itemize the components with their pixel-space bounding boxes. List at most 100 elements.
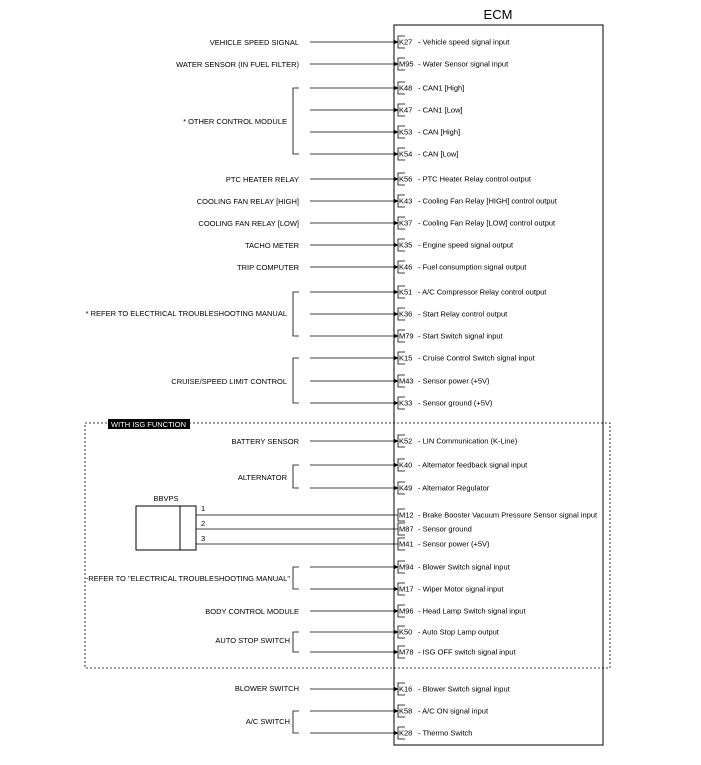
- target-cruise-speed-limit-control: CRUISE/SPEED LIMIT CONTROL: [171, 377, 287, 386]
- pin-id: K53: [399, 128, 412, 137]
- pin-id: M43: [399, 377, 414, 386]
- signal-description: - Blower Switch signal input: [418, 685, 511, 694]
- ecm-pin-row: K27- Vehicle speed signal input: [397, 35, 510, 49]
- ecm-pin-row: K48 - CAN1 [High]: [397, 81, 464, 95]
- signal-description: - Fuel consumption signal output: [418, 263, 527, 272]
- ecm-pin-row: M87 - Sensor ground: [397, 522, 472, 536]
- pin-id: K43: [399, 197, 412, 206]
- target-refer-troubleshooting-manual-isg: -REFER TO "ELECTRICAL TROUBLESHOOTING MA…: [86, 574, 291, 583]
- signal-description: - LIN Communication (K-Line): [418, 437, 518, 446]
- signal-description: - Thermo Switch: [418, 729, 472, 738]
- isg-region: [84, 422, 611, 669]
- pin-id: K37: [399, 219, 412, 228]
- pin-id: K48: [399, 84, 412, 93]
- target-tacho-meter: TACHO METER: [245, 241, 300, 250]
- pin-id: M78: [399, 648, 414, 657]
- pin-id: M94: [399, 563, 414, 572]
- ecm-pin-row: M79 - Start Switch signal input: [397, 329, 504, 343]
- signal-description: - Sensor ground: [418, 525, 472, 534]
- signal-description: - Cooling Fan Relay [HIGH] control outpu…: [418, 197, 558, 206]
- ecm-pin-row: K40- Alternator feedback signal input: [397, 458, 528, 472]
- isg-label-bg: [108, 419, 190, 429]
- pin-id: K51: [399, 288, 412, 297]
- target-other-control-module: * OTHER CONTROL MODULE: [183, 117, 287, 126]
- bbvps-box: [135, 505, 197, 551]
- isg-label: WITH ISG FUNCTION: [111, 420, 186, 429]
- pin-id: M17: [399, 585, 414, 594]
- ecm-pin-row: K53 - CAN [High]: [397, 125, 460, 139]
- target-ac-switch: A/C SWITCH: [246, 717, 290, 726]
- ecm-pin-row: K50- Auto Stop Lamp output: [397, 625, 500, 639]
- pin-id: K58: [399, 707, 412, 716]
- ecm-pin-row: K15- Cruise Control Switch signal input: [397, 351, 536, 365]
- pin-id: K35: [399, 241, 412, 250]
- signal-description: - A/C ON signal input: [418, 707, 489, 716]
- target-body-control-module: BODY CONTROL MODULE: [205, 607, 299, 616]
- pin-id: K28: [399, 729, 412, 738]
- signal-description: - Alternator feedback signal input: [418, 461, 528, 470]
- signal-description: - Cooling Fan Relay [LOW] control output: [418, 219, 556, 228]
- pin-id: M41: [399, 540, 414, 549]
- pin-id: M96: [399, 607, 414, 616]
- target-blower-switch: BLOWER SWITCH: [235, 684, 299, 693]
- pin-id: M79: [399, 332, 414, 341]
- ecm-pin-row: M96- Head Lamp Switch signal input: [397, 604, 526, 618]
- pin-id: K16: [399, 685, 412, 694]
- pin-id: M95: [399, 60, 414, 69]
- ecm-pin-row: K33 - Sensor ground (+5V): [397, 396, 493, 410]
- ecm-pin-row: K56- PTC Heater Relay control output: [397, 172, 532, 186]
- group-bracket: [292, 357, 299, 404]
- ecm-pin-row: M78 - ISG OFF switch signal input: [397, 645, 516, 659]
- signal-description: - CAN [High]: [418, 128, 460, 137]
- ecm-pin-row: M43- Sensor power (+5V): [397, 374, 490, 388]
- target-battery-sensor: BATTERY SENSOR: [231, 437, 299, 446]
- ecm-title: ECM: [484, 7, 513, 22]
- pin-id: K27: [399, 38, 412, 47]
- signal-description: - Alternator Regulator: [418, 484, 490, 493]
- signal-description: - CAN [Low]: [418, 150, 458, 159]
- group-bracket: [292, 631, 299, 653]
- ecm-pin-row: M17- Wiper Motor signal input: [397, 582, 504, 596]
- signal-description: - Start Switch signal input: [418, 332, 504, 341]
- pin-id: K33: [399, 399, 412, 408]
- pin-id: M87: [399, 525, 414, 534]
- group-bracket: [292, 566, 299, 590]
- signal-description: - Engine speed signal output: [418, 241, 514, 250]
- pin-id: K46: [399, 263, 412, 272]
- ecm-pin-row: K47- CAN1 [Low]: [397, 103, 463, 117]
- signal-description: - ISG OFF switch signal input: [418, 648, 516, 657]
- group-bracket: [292, 87, 299, 155]
- target-auto-stop-switch: AUTO STOP SWITCH: [215, 636, 290, 645]
- bbvps-pin-1: 1: [201, 504, 205, 513]
- target-alternator: ALTERNATOR: [238, 473, 288, 482]
- wires: [196, 39, 399, 736]
- group-bracket: [292, 464, 299, 489]
- signal-description: - Sensor ground (+5V): [418, 399, 493, 408]
- target-water-sensor: WATER SENSOR (IN FUEL FILTER): [176, 60, 299, 69]
- ecm-pin-row: K52 - LIN Communication (K-Line): [397, 434, 518, 448]
- target-vehicle-speed-signal: VEHICLE SPEED SIGNAL: [210, 38, 299, 47]
- pin-id: K49: [399, 484, 412, 493]
- bbvps-title: BBVPS: [153, 494, 178, 503]
- signal-description: - Blower Switch signal input: [418, 563, 511, 572]
- signal-description: - CAN1 [Low]: [418, 106, 463, 115]
- target-refer-troubleshooting-manual: * REFER TO ELECTRICAL TROUBLESHOOTING MA…: [86, 309, 287, 318]
- ecm-pin-row: K54 - CAN [Low]: [397, 147, 458, 161]
- group-bracket: [292, 710, 299, 734]
- signal-description: - CAN1 [High]: [418, 84, 464, 93]
- pin-id: K54: [399, 150, 412, 159]
- ecm-pin-row: K49 - Alternator Regulator: [397, 481, 490, 495]
- bbvps-pin-3: 3: [201, 534, 205, 543]
- signal-description: - Sensor power (+5V): [418, 540, 490, 549]
- target-trip-computer: TRIP COMPUTER: [237, 263, 300, 272]
- ecm-pin-row: M12- Brake Booster Vacuum Pressure Senso…: [397, 508, 598, 522]
- pin-id: K52: [399, 437, 412, 446]
- ecm-pin-row: K37 - Cooling Fan Relay [LOW] control out…: [397, 216, 556, 230]
- pin-id: K56: [399, 175, 412, 184]
- ecm-box: [393, 24, 604, 746]
- ecm-pin-row: K43 - Cooling Fan Relay [HIGH] control ou…: [397, 194, 558, 208]
- ecm-pin-row: K46 - Fuel consumption signal output: [397, 260, 527, 274]
- target-ptc-heater-relay: PTC HEATER RELAY: [226, 175, 299, 184]
